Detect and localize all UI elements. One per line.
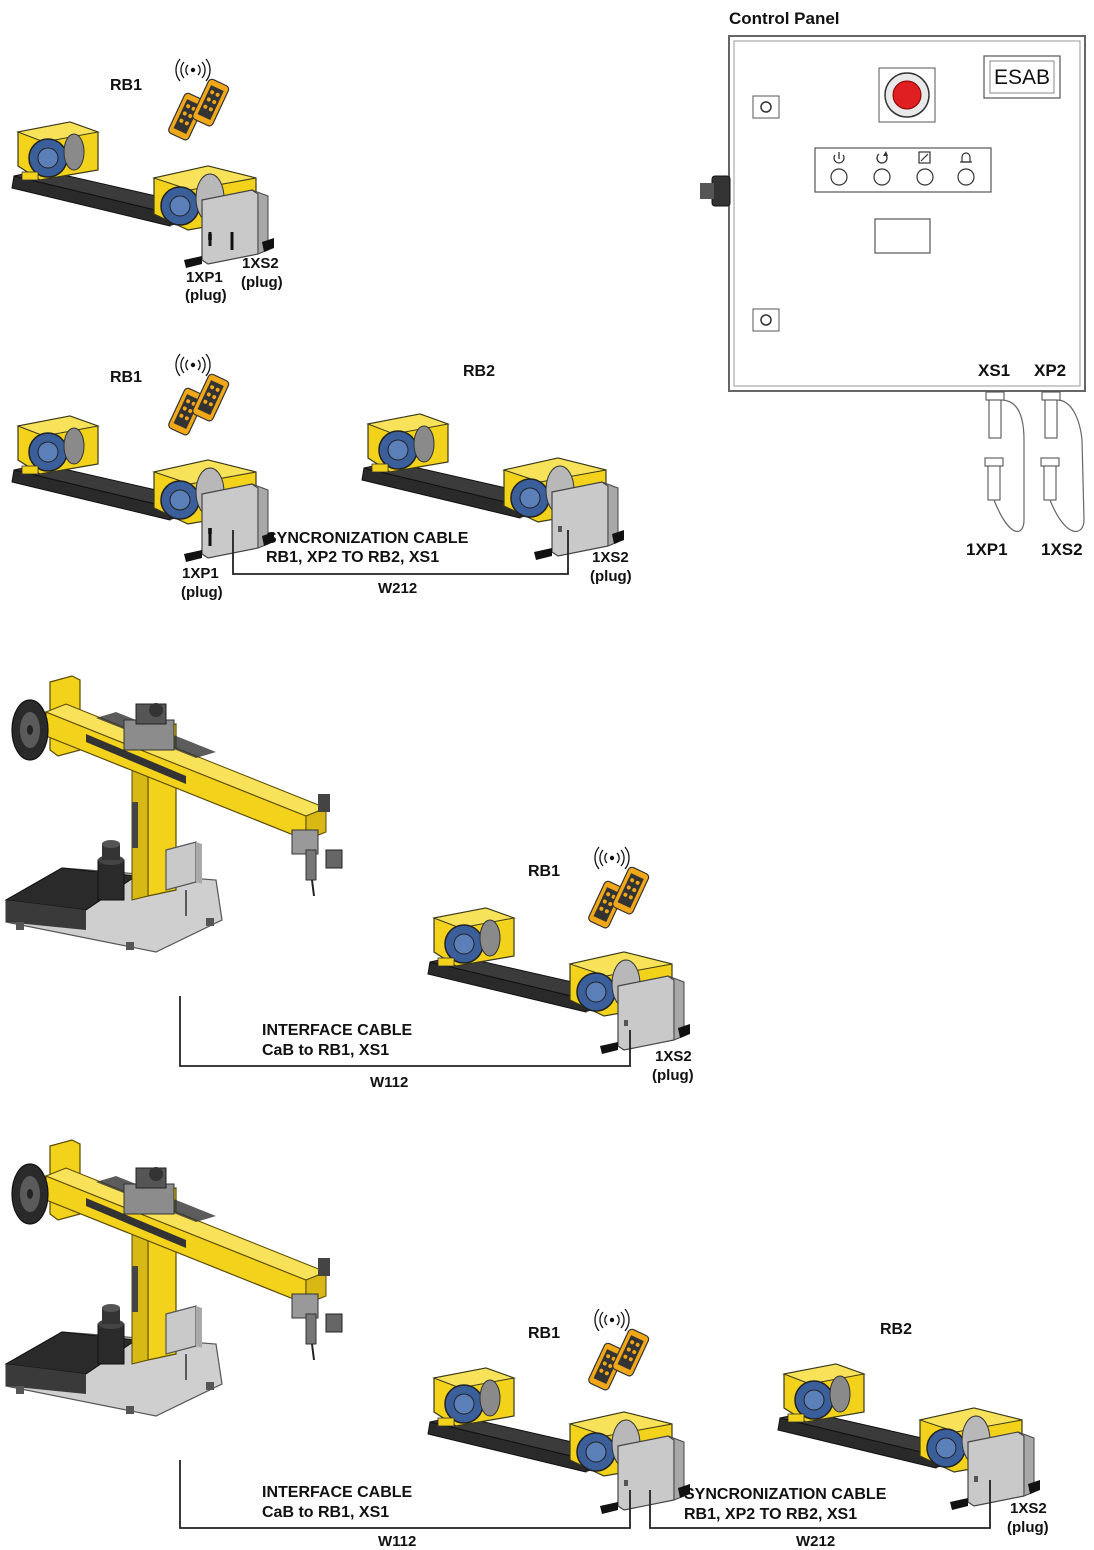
connector-xp2 bbox=[1040, 391, 1085, 533]
cable-title: SYNCRONIZATION CABLE bbox=[684, 1486, 887, 1503]
cable-w112 bbox=[179, 1460, 631, 1529]
connector-xs1 bbox=[984, 391, 1025, 533]
power-icon bbox=[833, 152, 845, 164]
reset-icon bbox=[876, 151, 888, 164]
plug-1xs2-label: 1XS2 bbox=[1010, 1500, 1047, 1517]
rb1-label: RB1 bbox=[528, 1325, 560, 1342]
socket-xs1-label: XS1 bbox=[978, 361, 1010, 380]
cable-description: CaB to RB1, XS1 bbox=[262, 1504, 389, 1521]
radio-remote-icon bbox=[586, 865, 651, 930]
plug-1xs2-label: 1XS2 bbox=[592, 549, 629, 566]
plug-1xs2-sub: (plug) bbox=[590, 568, 632, 585]
radio-remote-icon bbox=[166, 77, 231, 142]
brand-label: ESAB bbox=[994, 66, 1050, 89]
plug-1xs2-sub: (plug) bbox=[1007, 1519, 1049, 1536]
cable-w112 bbox=[179, 996, 631, 1067]
indicator-lamp bbox=[916, 168, 934, 186]
column-boom-cab bbox=[5, 1139, 343, 1417]
display-window bbox=[874, 218, 931, 254]
control-panel: Control Panel ESAB bbox=[700, 9, 1086, 559]
rb1-label: RB1 bbox=[528, 863, 560, 880]
cable-description: RB1, XP2 TO RB2, XS1 bbox=[684, 1506, 857, 1523]
cable-title: INTERFACE CABLE bbox=[262, 1022, 413, 1039]
plug-1xs2-sub: (plug) bbox=[652, 1067, 694, 1084]
fault-icon bbox=[918, 151, 931, 164]
radio-remote-icon bbox=[166, 372, 231, 437]
plug-1xp1-sub: (plug) bbox=[185, 287, 227, 304]
cable-id: W112 bbox=[370, 1074, 408, 1091]
plug-1xp1-sub: (plug) bbox=[181, 584, 223, 601]
lock-icon bbox=[752, 308, 780, 332]
control-panel-title: Control Panel bbox=[729, 9, 840, 28]
lock-icon bbox=[752, 95, 780, 119]
roller-bed-rb1 bbox=[427, 907, 691, 1055]
rb1-label: RB1 bbox=[110, 77, 142, 94]
indicator-lamp bbox=[830, 168, 848, 186]
indicator-lamp bbox=[957, 168, 975, 186]
cable-w212 bbox=[649, 1480, 991, 1529]
scene-cab-with-two-roller-beds: RB1 RB2 INTERFACE CABLE CaB to RB1, XS1 … bbox=[5, 1139, 1049, 1550]
wireless-icon bbox=[175, 353, 211, 377]
plug-1xp1-label: 1XP1 bbox=[182, 565, 219, 582]
plug-1xp1-label: 1XP1 bbox=[186, 269, 223, 286]
emergency-stop-icon bbox=[892, 80, 922, 110]
rb2-label: RB2 bbox=[880, 1321, 912, 1338]
rb1-label: RB1 bbox=[110, 369, 142, 386]
cable-id: W212 bbox=[378, 580, 417, 597]
plug-1xp1-label: 1XP1 bbox=[966, 540, 1008, 559]
wireless-icon bbox=[594, 1308, 630, 1332]
plug-1xs2-label: 1XS2 bbox=[655, 1048, 692, 1065]
roller-bed-rb1 bbox=[11, 415, 275, 563]
cable-w212 bbox=[232, 530, 569, 575]
scene-synchronized-roller-beds: RB1 RB2 SYNCRONIZATION CABLE RB1, XP2 TO… bbox=[11, 353, 632, 601]
bell-icon bbox=[960, 152, 972, 163]
socket-xp2-label: XP2 bbox=[1034, 361, 1066, 380]
cable-description: RB1, XP2 TO RB2, XS1 bbox=[266, 549, 439, 566]
column-boom-cab bbox=[5, 675, 343, 953]
scene-cab-with-roller-bed: RB1 INTERFACE CABLE CaB to RB1, XS1 W112… bbox=[5, 675, 694, 1091]
wireless-icon bbox=[594, 846, 630, 870]
plug-1xs2-label: 1XS2 bbox=[1041, 540, 1083, 559]
cable-title: INTERFACE CABLE bbox=[262, 1484, 413, 1501]
cable-id: W112 bbox=[378, 1533, 416, 1550]
roller-bed-rb1 bbox=[11, 121, 275, 269]
plug-1xs2-sub: (plug) bbox=[241, 274, 283, 291]
cable-description: CaB to RB1, XS1 bbox=[262, 1042, 389, 1059]
plug-1xs2-label: 1XS2 bbox=[242, 255, 279, 272]
cable-id: W212 bbox=[796, 1533, 835, 1550]
wireless-icon bbox=[175, 58, 211, 82]
scene-single-roller-bed: RB1 1XP1 (plug) 1XS2 (plug) bbox=[11, 58, 283, 304]
indicator-lamp bbox=[873, 168, 891, 186]
radio-remote-icon bbox=[586, 1327, 651, 1392]
rb2-label: RB2 bbox=[463, 363, 495, 380]
side-handle-icon bbox=[711, 175, 731, 207]
cable-title: SYNCRONIZATION CABLE bbox=[266, 530, 469, 547]
